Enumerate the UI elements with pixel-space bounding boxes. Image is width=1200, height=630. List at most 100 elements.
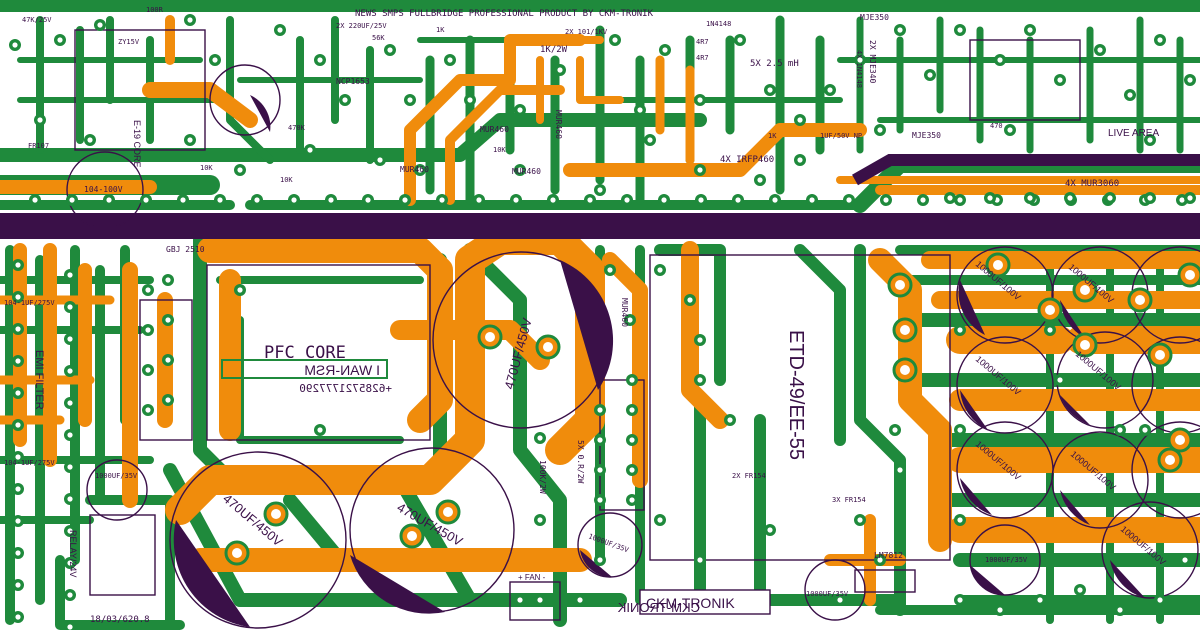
pad-hole: [757, 177, 763, 183]
pad-hole: [67, 368, 73, 374]
pad-hole: [629, 437, 635, 443]
brand-box: [639, 589, 771, 615]
pad-hole: [67, 304, 73, 310]
pad-hole: [1045, 305, 1055, 315]
polarity-marks: [173, 95, 1145, 627]
pad-hole: [1057, 77, 1063, 83]
pad-hole: [737, 37, 743, 43]
pad-hole: [687, 297, 693, 303]
gbj2510-label: GBJ 2510: [166, 245, 205, 254]
pad-hole: [67, 272, 73, 278]
silkscreen-outlines: [66, 29, 1200, 629]
pad-hole: [447, 57, 453, 63]
bulk-capacitor-outline: [169, 451, 347, 629]
author-box: [221, 359, 388, 379]
in4148-label: 1N4148: [706, 20, 731, 28]
pad-hole: [1080, 285, 1090, 295]
pad-hole: [537, 597, 543, 603]
cap-1000-35v-label: 1000UF/35V: [95, 472, 138, 480]
pad-hole: [145, 367, 151, 373]
pad-hole: [797, 157, 803, 163]
pad-hole: [957, 517, 963, 523]
pad-hole: [1097, 47, 1103, 53]
phone-mirrored: +6285721777290: [299, 382, 392, 395]
output-cap-label: 1000UF/100V: [974, 439, 1023, 482]
pad-hole: [15, 326, 21, 332]
pad-hole: [846, 197, 852, 203]
pad-hole: [1147, 195, 1153, 201]
pad-hole: [697, 337, 703, 343]
pad-hole: [957, 597, 963, 603]
pad-hole: [1067, 195, 1073, 201]
pad-hole: [1027, 195, 1033, 201]
pad-hole: [15, 614, 21, 620]
r100-label: 100R: [146, 6, 164, 14]
mur460-label: MUR460: [400, 165, 429, 174]
brand-label: CKM-TRONIK: [646, 595, 735, 611]
pad-hole: [328, 197, 334, 203]
pad-hole: [87, 137, 93, 143]
pad-hole: [57, 37, 63, 43]
pad-hole: [537, 435, 543, 441]
pad-hole: [417, 167, 423, 173]
pad-hole: [597, 437, 603, 443]
transformer-label: ETD-49/EE-55: [785, 330, 807, 460]
pad-hole: [957, 327, 963, 333]
pad-hole: [97, 22, 103, 28]
pad-hole: [900, 365, 910, 375]
pad-hole: [837, 597, 843, 603]
e19-core-label: E-19 CORE: [132, 120, 142, 168]
pad-hole: [402, 197, 408, 203]
pad-hole: [698, 197, 704, 203]
pad-hole: [957, 197, 963, 203]
board-title: NEWS SMPS FULLBRIDGE PROFESSIONAL PRODUC…: [355, 9, 654, 19]
pad-hole: [1027, 27, 1033, 33]
mur460-label: MUR460: [512, 167, 541, 176]
pad-hole: [647, 137, 653, 143]
pad-hole: [212, 57, 218, 63]
pad-hole: [892, 427, 898, 433]
in4148-mid-label: 4X 1N4148: [855, 50, 863, 88]
pad-hole: [67, 464, 73, 470]
pad-hole: [1037, 597, 1043, 603]
pad-group: [9, 14, 1200, 630]
pad-hole: [145, 287, 151, 293]
bulk-cap-label: 470UF/450V: [220, 491, 286, 550]
pad-hole: [67, 592, 73, 598]
pad-hole: [987, 195, 993, 201]
pad-hole: [1117, 427, 1123, 433]
output-cap-label: 1000UF/100V: [974, 354, 1023, 397]
pad-hole: [597, 467, 603, 473]
relay-label: RELAY/24V: [68, 530, 78, 577]
pad-hole: [180, 197, 186, 203]
fr154-label: 3X FR154: [832, 496, 866, 504]
pad-hole: [735, 197, 741, 203]
mje340-label: 2X MJE340: [868, 40, 877, 84]
pad-hole: [1147, 137, 1153, 143]
cap-104-275v-label: 104-1UF/275V: [4, 459, 55, 467]
pad-hole: [877, 127, 883, 133]
live-area-label: LIVE AREA: [1108, 128, 1159, 139]
pad-hole: [1117, 607, 1123, 613]
pad-hole: [217, 197, 223, 203]
pad-hole: [920, 197, 926, 203]
pad-hole: [67, 336, 73, 342]
mur460-label: MUR460: [554, 110, 563, 139]
pad-hole: [277, 27, 283, 33]
r470k-label: 470K: [288, 124, 306, 132]
pad-hole: [797, 117, 803, 123]
pad-hole: [15, 358, 21, 364]
cap-104-100v-label: 104-100V: [84, 185, 123, 194]
pad-hole: [517, 597, 523, 603]
r10k-label: 10K: [280, 176, 293, 184]
pad-hole: [597, 557, 603, 563]
r4r7-label: 4R7: [696, 54, 709, 62]
emi-filter-label: EMI FILTER: [33, 350, 45, 410]
cap-1000-35v-label: 1000UF/35V: [587, 532, 630, 554]
lm7812-label: LM7812: [874, 551, 903, 560]
irfp460-label: 4X IRFP460: [720, 155, 774, 165]
pad-hole: [895, 280, 905, 290]
pad-hole: [254, 197, 260, 203]
pad-hole: [857, 517, 863, 523]
pad-hole: [947, 195, 953, 201]
